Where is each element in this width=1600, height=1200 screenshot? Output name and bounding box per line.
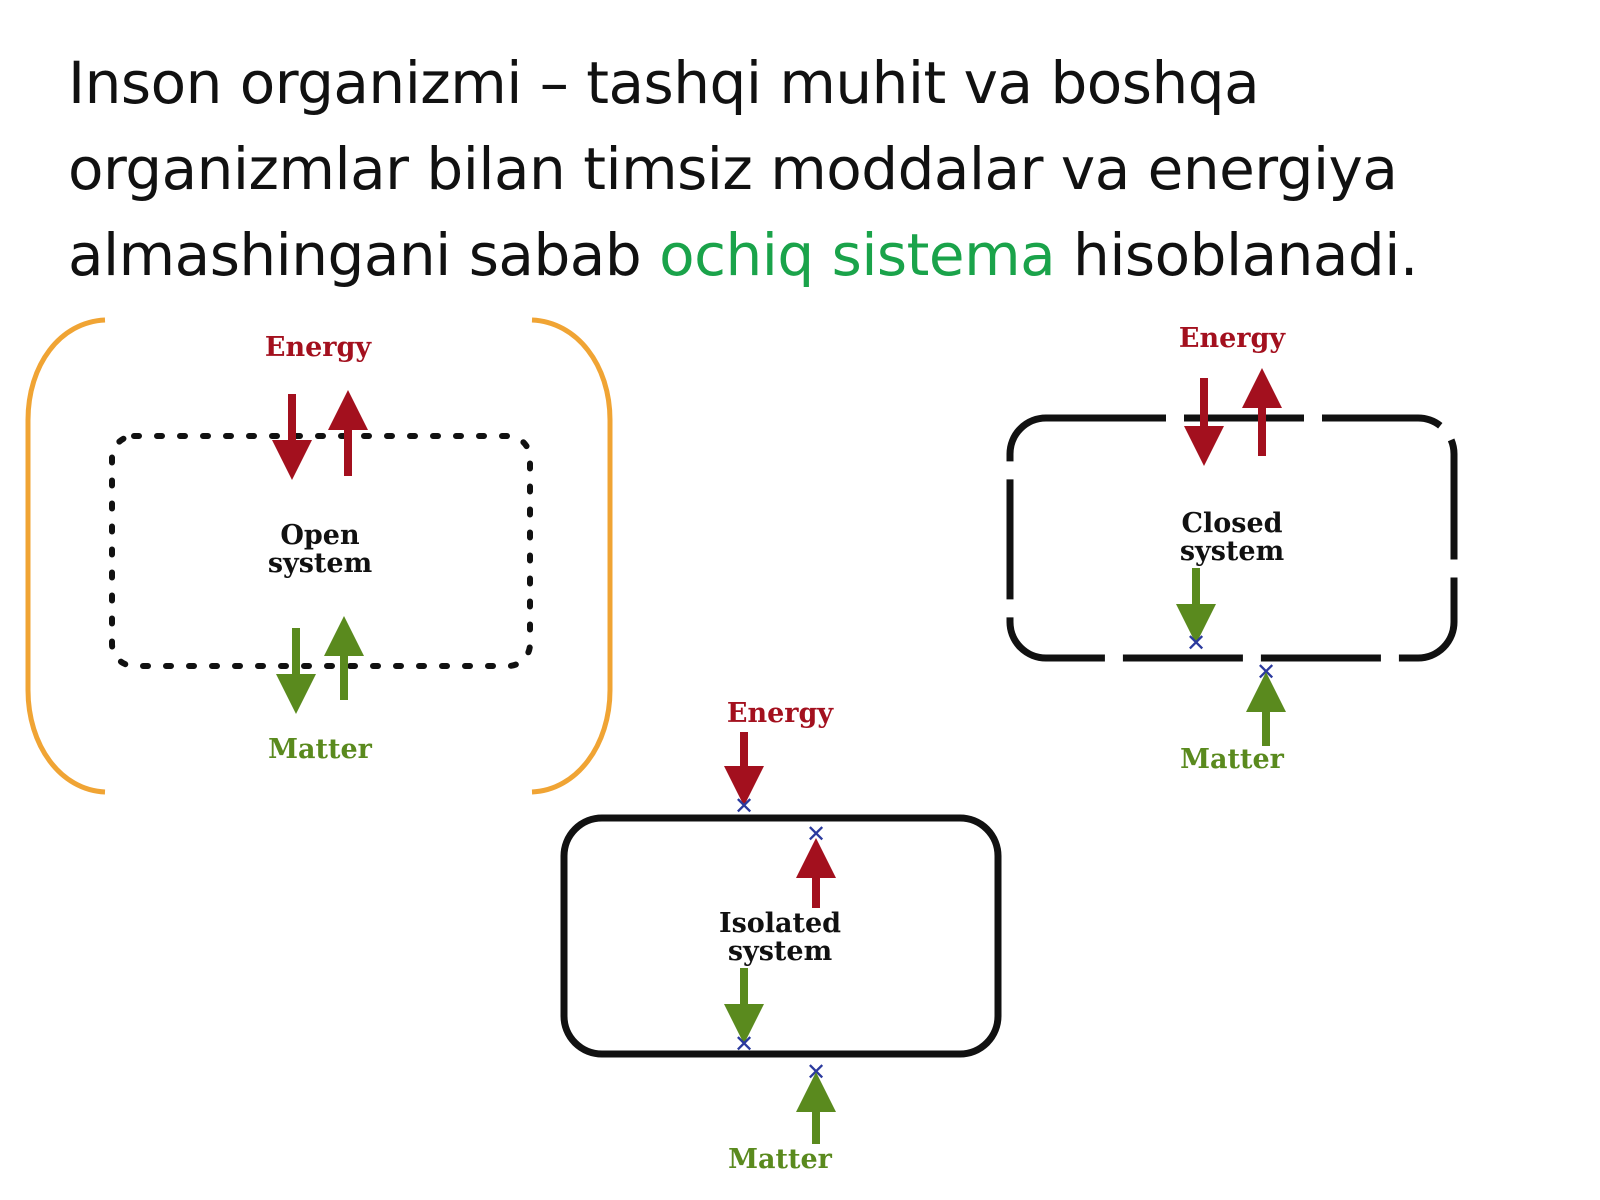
slide-statement: Inson organizmi – tashqi muhit va boshqa…	[68, 40, 1568, 298]
open-system-boundary	[109, 433, 533, 669]
closed-matter-out-blocked-icon: ✕	[1186, 630, 1206, 657]
isolated-system-title-2: system	[728, 936, 832, 967]
closed-system-boundary	[1006, 414, 1458, 662]
isolated-energy-out-blocked-icon: ✕	[806, 821, 826, 848]
statement-text: Inson organizmi – tashqi muhit va boshqa…	[68, 49, 1398, 289]
open-system-group: Energy Open system Matter	[25, 317, 613, 795]
isolated-system-title-1: Isolated	[719, 908, 841, 939]
closed-matter-label: Matter	[1180, 744, 1285, 775]
isolated-matter-label: Matter	[728, 1144, 833, 1175]
open-bracket-left	[25, 317, 106, 795]
statement-highlight: ochiq sistema	[659, 221, 1056, 289]
closed-system-title-1: Closed	[1181, 508, 1282, 539]
open-energy-label: Energy	[265, 332, 372, 363]
closed-system-title-2: system	[1180, 536, 1284, 567]
closed-matter-in-blocked-icon: ✕	[1256, 659, 1276, 686]
open-bracket-right	[531, 317, 613, 795]
isolated-matter-out-blocked-icon: ✕	[734, 1031, 754, 1058]
closed-energy-label: Energy	[1179, 323, 1286, 354]
open-system-title-2: system	[268, 548, 372, 579]
isolated-matter-in-blocked-icon: ✕	[806, 1059, 826, 1086]
closed-system-group: Energy Closed system ✕ ✕ Matter	[1006, 323, 1458, 775]
isolated-energy-label: Energy	[727, 698, 834, 729]
isolated-energy-in-blocked-icon: ✕	[734, 793, 754, 820]
isolated-system-group: Energy ✕ ✕ Isolated system ✕ ✕ Matter	[560, 698, 1002, 1175]
open-matter-label: Matter	[268, 734, 373, 765]
isolated-system-boundary	[560, 814, 1002, 1058]
statement-end: hisoblanadi.	[1055, 221, 1418, 289]
open-system-title-1: Open	[280, 520, 360, 551]
